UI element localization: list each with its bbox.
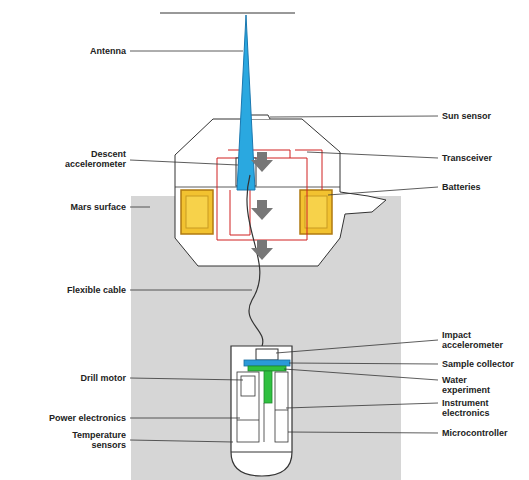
antenna xyxy=(237,15,255,190)
forebody xyxy=(231,346,292,476)
surface-line xyxy=(160,13,295,14)
part-label: Mars surface xyxy=(56,202,126,212)
housing-edge xyxy=(175,187,340,188)
part-label: Batteries xyxy=(442,182,522,192)
part-label: Impact accelerometer xyxy=(442,330,506,351)
part-label: Transceiver xyxy=(442,153,522,163)
board-line xyxy=(275,410,288,411)
part-label: Microcontroller xyxy=(442,428,526,438)
battery-cell xyxy=(305,196,327,228)
battery xyxy=(181,190,213,234)
part-label: Sample collector xyxy=(442,359,526,369)
part-label: Temperature sensors xyxy=(56,430,126,451)
power-electronics xyxy=(237,372,259,442)
part-label: Power electronics xyxy=(36,413,126,423)
sample-collector xyxy=(244,360,290,366)
water-experiment-tube xyxy=(264,371,272,403)
part-label: Flexible cable xyxy=(40,285,126,295)
drill-motor xyxy=(241,376,255,396)
part-label: Instrument electronics xyxy=(442,398,506,419)
battery-cell xyxy=(186,196,208,228)
nose-joint xyxy=(231,452,292,453)
water-experiment xyxy=(248,366,286,371)
part-label: Water experiment xyxy=(442,375,506,396)
part-label: Sun sensor xyxy=(442,111,522,121)
transceiver-board xyxy=(295,150,322,190)
part-label: Descent accelerometer xyxy=(56,149,126,170)
part-label: Antenna xyxy=(56,46,126,56)
instrument-electronics xyxy=(275,372,288,442)
battery xyxy=(300,190,332,234)
leader-lines xyxy=(130,51,438,442)
part-label: Drill motor xyxy=(56,373,126,383)
board-line xyxy=(264,403,265,442)
impact-accelerometer xyxy=(256,349,278,360)
aftbody-housing xyxy=(175,119,386,266)
descent-arrows xyxy=(251,152,273,260)
board-line xyxy=(237,420,259,421)
